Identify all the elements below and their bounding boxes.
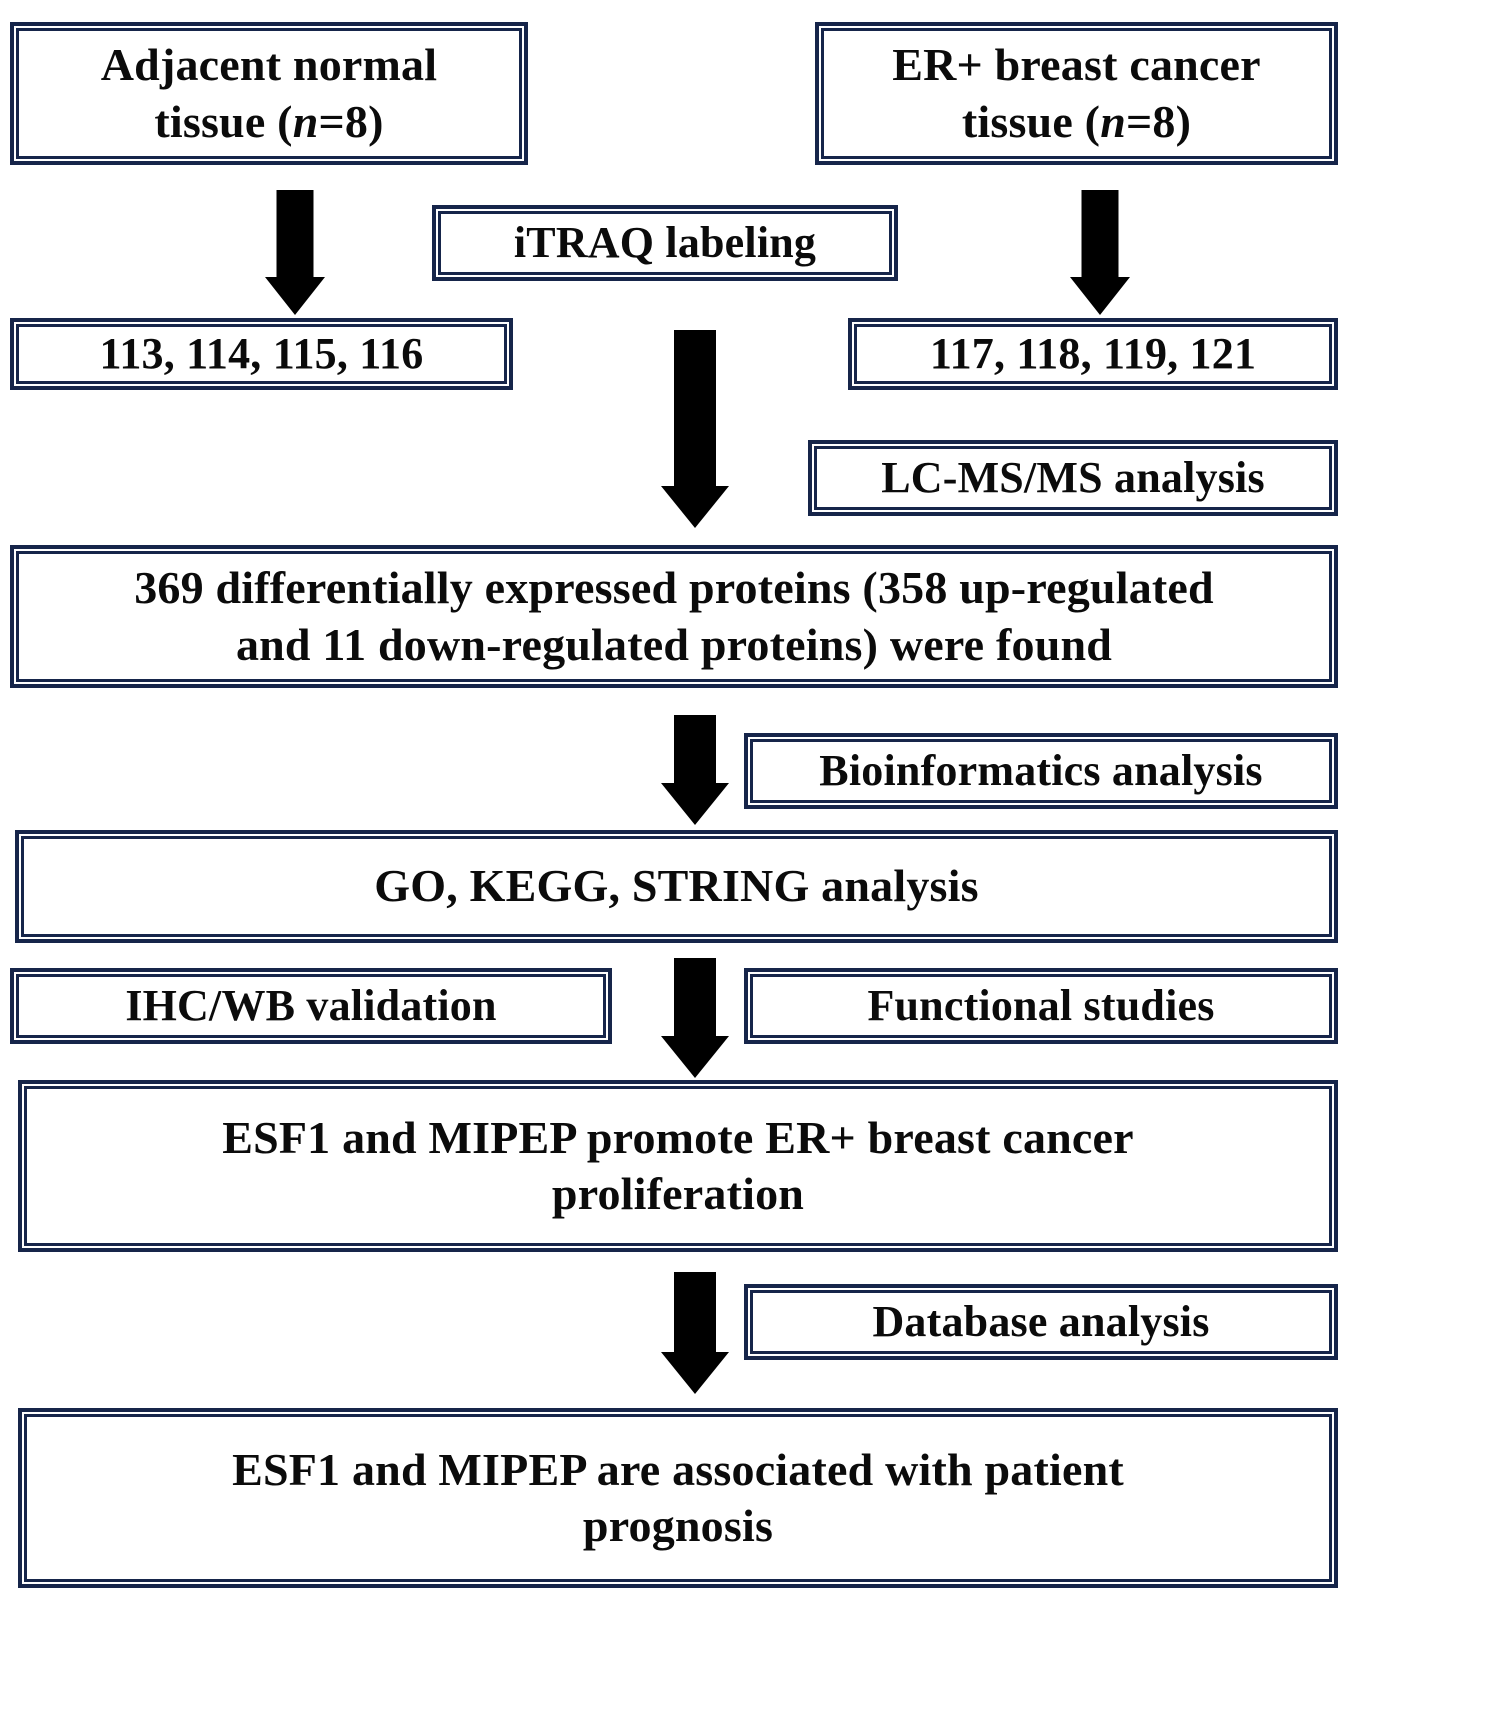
node-proliferation-conclusion-text: ESF1 and MIPEP promote ER+ breast cancer… xyxy=(22,1110,1334,1222)
node-tags-right: 117, 118, 119, 121 xyxy=(848,318,1338,390)
node-prognosis-conclusion-text: ESF1 and MIPEP are associated with patie… xyxy=(22,1442,1334,1554)
er-positive-line2-post: =8) xyxy=(1125,95,1192,147)
node-functional-studies-text: Functional studies xyxy=(867,981,1215,1031)
node-adjacent-normal-tissue: Adjacent normal tissue (n=8) xyxy=(10,22,528,165)
adjacent-normal-line2-post: =8) xyxy=(318,95,384,147)
node-proliferation-conclusion: ESF1 and MIPEP promote ER+ breast cancer… xyxy=(18,1080,1338,1252)
node-bioinformatics-analysis-text: Bioinformatics analysis xyxy=(819,746,1263,796)
arrow-er-to-tags-right xyxy=(1040,190,1160,315)
arrow-deps-to-go xyxy=(620,715,770,825)
er-positive-line2-pre: tissue ( xyxy=(961,95,1101,147)
node-ihc-wb-validation-text: IHC/WB validation xyxy=(125,981,497,1031)
node-ihc-wb-validation: IHC/WB validation xyxy=(10,968,612,1044)
node-tags-right-text: 117, 118, 119, 121 xyxy=(929,329,1257,379)
er-positive-line1: ER+ breast cancer xyxy=(892,39,1261,91)
node-er-positive-tissue-text: ER+ breast cancer tissue (n=8) xyxy=(819,37,1334,149)
prognosis-line1: ESF1 and MIPEP are associated with patie… xyxy=(232,1443,1124,1495)
node-itraq-labeling-text: iTRAQ labeling xyxy=(513,218,817,268)
arrow-proliferation-to-prognosis xyxy=(620,1272,770,1394)
node-lc-ms-ms-analysis: LC-MS/MS analysis xyxy=(808,440,1338,516)
arrow-go-to-proliferation xyxy=(620,958,770,1078)
node-database-analysis: Database analysis xyxy=(744,1284,1338,1360)
node-database-analysis-text: Database analysis xyxy=(872,1297,1210,1347)
node-go-kegg-string-text: GO, KEGG, STRING analysis xyxy=(374,860,979,912)
node-differential-proteins: 369 differentially expressed proteins (3… xyxy=(10,545,1338,688)
node-prognosis-conclusion: ESF1 and MIPEP are associated with patie… xyxy=(18,1408,1338,1588)
arrow-tags-to-deps xyxy=(620,330,770,528)
node-lc-ms-ms-analysis-text: LC-MS/MS analysis xyxy=(881,453,1265,503)
er-positive-n-italic: n xyxy=(1100,95,1126,147)
node-itraq-labeling: iTRAQ labeling xyxy=(432,205,898,281)
adjacent-normal-n-italic: n xyxy=(292,95,319,147)
adjacent-normal-line2-pre: tissue ( xyxy=(154,95,293,147)
node-functional-studies: Functional studies xyxy=(744,968,1338,1044)
node-adjacent-normal-tissue-text: Adjacent normal tissue (n=8) xyxy=(14,37,524,149)
arrow-normal-to-tags-left xyxy=(235,190,355,315)
node-tags-left: 113, 114, 115, 116 xyxy=(10,318,513,390)
prognosis-line2: prognosis xyxy=(582,1500,774,1551)
deps-line1: 369 differentially expressed proteins (3… xyxy=(134,562,1214,614)
deps-line2: and 11 down-regulated proteins) were fou… xyxy=(235,618,1113,670)
node-differential-proteins-text: 369 differentially expressed proteins (3… xyxy=(14,560,1334,672)
proliferation-line1: ESF1 and MIPEP promote ER+ breast cancer xyxy=(222,1111,1134,1163)
node-er-positive-tissue: ER+ breast cancer tissue (n=8) xyxy=(815,22,1338,165)
node-tags-left-text: 113, 114, 115, 116 xyxy=(99,329,424,379)
node-bioinformatics-analysis: Bioinformatics analysis xyxy=(744,733,1338,809)
adjacent-normal-line1: Adjacent normal xyxy=(100,39,438,91)
node-go-kegg-string: GO, KEGG, STRING analysis xyxy=(15,830,1338,943)
proliferation-line2: proliferation xyxy=(551,1168,805,1219)
